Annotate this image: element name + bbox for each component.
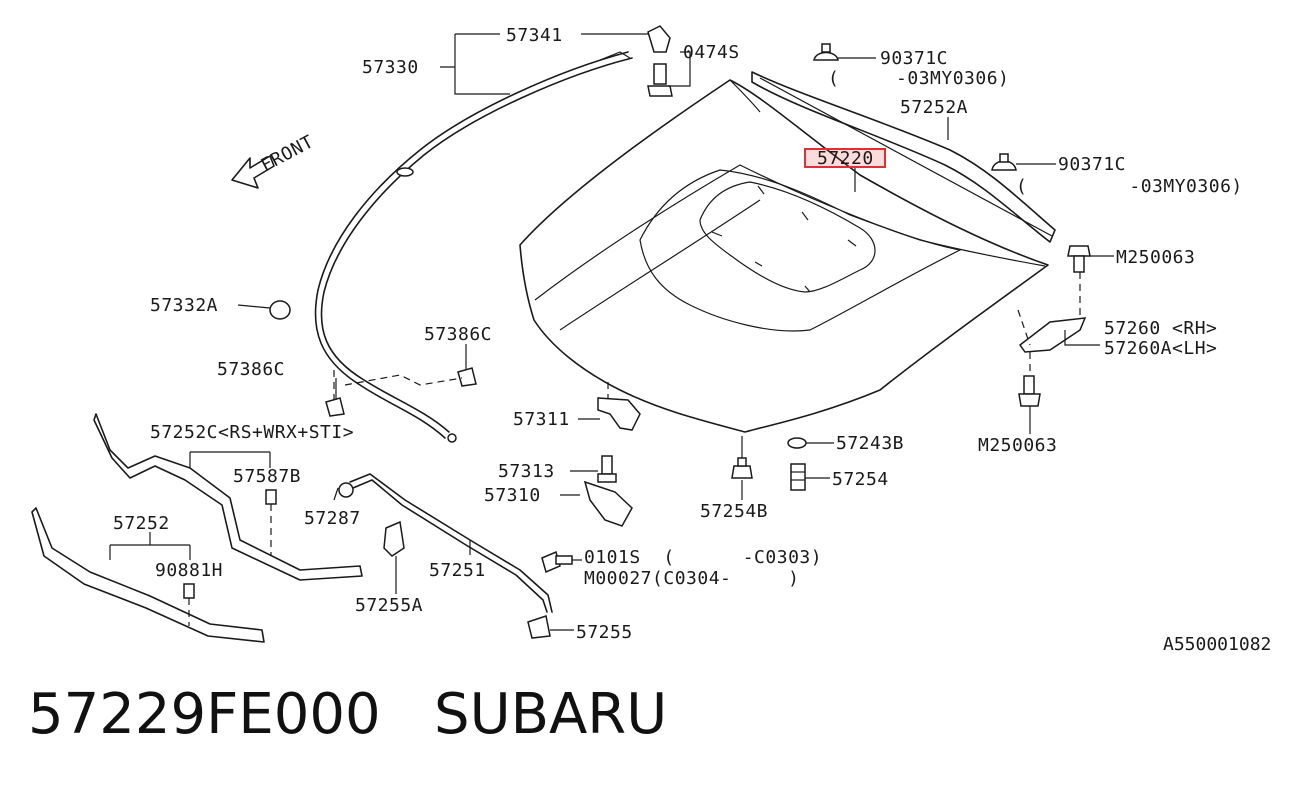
bumper-57254b[interactable] bbox=[731, 457, 753, 479]
grommet-57332a[interactable] bbox=[269, 300, 291, 320]
part-number: 57229FE000 bbox=[28, 682, 381, 747]
callout-57255: 57255 bbox=[576, 622, 633, 643]
cushion-90371c-b[interactable] bbox=[991, 153, 1017, 171]
callout-57254: 57254 bbox=[832, 469, 889, 490]
callout-57255a: 57255A bbox=[355, 595, 423, 616]
callout-90371c-b: 90371C bbox=[1058, 154, 1126, 175]
callout-57386c-b: 57386C bbox=[217, 359, 285, 380]
cushion-57243b[interactable] bbox=[787, 437, 807, 449]
callout-57311: 57311 bbox=[513, 409, 570, 430]
cushion-90371c-a[interactable] bbox=[813, 43, 839, 61]
callout-57254b: 57254B bbox=[700, 501, 768, 522]
callout-m250063-b: M250063 bbox=[978, 435, 1057, 456]
highlight-57220 bbox=[804, 148, 886, 168]
bolt-57313[interactable] bbox=[597, 455, 617, 483]
hinge-57310[interactable] bbox=[583, 480, 633, 527]
seal-57252c[interactable] bbox=[93, 413, 363, 581]
callout-57330: 57330 bbox=[362, 57, 419, 78]
bolt-m250063-a[interactable] bbox=[1067, 245, 1091, 273]
callout-57287: 57287 bbox=[304, 508, 361, 529]
clip-57386c-a[interactable] bbox=[457, 367, 477, 387]
caption-gap bbox=[381, 682, 434, 747]
clip-90881h[interactable] bbox=[183, 583, 195, 599]
callout-90371c-a-note: ( -03MY0306) bbox=[828, 68, 1009, 89]
clip-57587b[interactable] bbox=[265, 489, 277, 505]
callout-57310: 57310 bbox=[484, 485, 541, 506]
diagram-reference-code: A550001082 bbox=[1163, 634, 1272, 655]
weatherstrip-57252a[interactable] bbox=[751, 71, 1056, 243]
bumper-57254[interactable] bbox=[790, 463, 806, 491]
callout-0474s: 0474S bbox=[683, 42, 740, 63]
callout-57252a: 57252A bbox=[900, 97, 968, 118]
callout-57341: 57341 bbox=[506, 25, 563, 46]
callout-57332a: 57332A bbox=[150, 295, 218, 316]
bolt-0474s[interactable] bbox=[647, 63, 673, 97]
callout-57386c-a: 57386C bbox=[424, 324, 492, 345]
callout-57252c: 57252C<RS+WRX+STI> bbox=[150, 422, 354, 443]
callout-57251: 57251 bbox=[429, 560, 486, 581]
bolt-m250063-b[interactable] bbox=[1018, 375, 1041, 407]
callout-labels: 57341 0474S 57330 90371C ( -03MY0306) 57… bbox=[113, 25, 1243, 643]
clip-57255a[interactable] bbox=[383, 520, 405, 557]
front-label: FRONT bbox=[257, 131, 317, 176]
callout-m250063-a: M250063 bbox=[1116, 247, 1195, 268]
callout-57220: 57220 bbox=[817, 148, 874, 169]
callout-0101s: 0101S ( -C0303) bbox=[584, 547, 822, 568]
seal-57252[interactable] bbox=[31, 507, 265, 643]
clip-57255[interactable] bbox=[527, 615, 551, 639]
clip-57341[interactable] bbox=[647, 25, 671, 53]
bolt-0101s[interactable] bbox=[541, 550, 573, 574]
callout-57587b: 57587B bbox=[233, 466, 301, 487]
callout-57260a: 57260A<LH> bbox=[1104, 338, 1217, 359]
release-cable-57330[interactable] bbox=[314, 51, 633, 443]
callout-90881h: 90881H bbox=[155, 560, 223, 581]
callout-m00027: M00027(C0304- ) bbox=[584, 568, 799, 589]
part-caption: 57229FE000 SUBARU bbox=[28, 682, 667, 747]
clip-57386c-b[interactable] bbox=[325, 397, 345, 417]
hood-panel[interactable] bbox=[519, 79, 1049, 433]
callout-57260: 57260 <RH> bbox=[1104, 318, 1217, 339]
brand-name: SUBARU bbox=[434, 682, 668, 747]
leader-lines bbox=[109, 33, 1114, 631]
callout-57313: 57313 bbox=[498, 461, 555, 482]
striker-57260[interactable] bbox=[1018, 317, 1087, 353]
hinge-57311[interactable] bbox=[597, 397, 641, 431]
callout-57252: 57252 bbox=[113, 513, 170, 534]
callout-57243b: 57243B bbox=[836, 433, 904, 454]
front-arrow-icon: FRONT bbox=[231, 131, 317, 189]
callout-90371c-b-note: ( -03MY0306) bbox=[1016, 176, 1243, 197]
callout-90371c-a: 90371C bbox=[880, 48, 948, 69]
